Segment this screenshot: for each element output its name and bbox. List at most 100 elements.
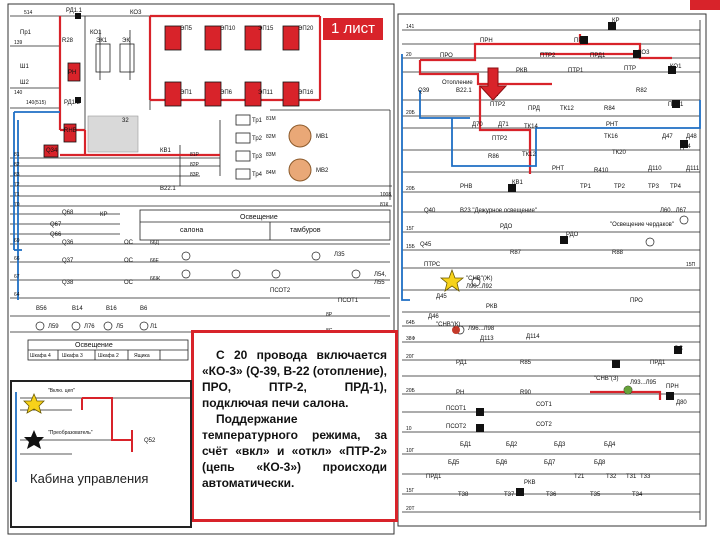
svg-text:КО1: КО1: [90, 30, 102, 36]
svg-text:R84: R84: [604, 106, 616, 112]
svg-text:32: 32: [122, 118, 129, 124]
svg-text:Д71: Д71: [498, 122, 509, 128]
svg-text:R85: R85: [520, 360, 532, 366]
svg-text:В6: В6: [140, 306, 148, 312]
svg-text:БД3: БД3: [554, 442, 566, 448]
svg-text:R410: R410: [594, 168, 609, 174]
svg-text:Л1: Л1: [150, 324, 158, 330]
svg-text:ПСОТ2: ПСОТ2: [270, 288, 291, 294]
svg-text:20: 20: [406, 52, 412, 58]
svg-text:Q40: Q40: [424, 208, 436, 214]
svg-text:тамбуров: тамбуров: [290, 226, 321, 234]
svg-text:КО3: КО3: [130, 10, 142, 16]
svg-text:140: 140: [14, 90, 23, 96]
svg-text:КО3: КО3: [638, 50, 650, 56]
svg-text:ЭП16: ЭП16: [298, 90, 314, 96]
svg-text:Д110: Д110: [648, 166, 662, 172]
svg-text:R87: R87: [510, 250, 522, 256]
lamp-symbols-left: [35, 251, 361, 331]
svg-text:ПТРС: ПТРС: [424, 262, 441, 268]
cabin-star-yellow: [23, 392, 45, 414]
explanation-note: С 20 провода включается «КО-3» (Q-39, В-…: [191, 330, 398, 522]
note-paragraph-1: С 20 провода включается «КО-3» (Q-39, В-…: [202, 348, 387, 410]
svg-text:83М: 83М: [266, 152, 276, 158]
svg-text:69: 69: [14, 238, 20, 244]
svg-text:РН: РН: [68, 70, 76, 76]
svg-text:20Г: 20Г: [406, 354, 415, 360]
corner-accent: [690, 0, 720, 10]
svg-text:ЭК1: ЭК1: [96, 38, 108, 44]
svg-text:КР: КР: [100, 212, 108, 218]
svg-text:РДО: РДО: [566, 232, 579, 238]
svg-text:RНВ: RНВ: [64, 128, 77, 134]
svg-text:Ящика: Ящика: [134, 353, 150, 359]
svg-text:Q39: Q39: [418, 88, 430, 94]
svg-text:Д45: Д45: [436, 294, 447, 300]
svg-text:20Б: 20Б: [406, 388, 416, 394]
svg-text:Q45: Q45: [420, 242, 432, 248]
svg-text:МВ2: МВ2: [316, 168, 329, 174]
svg-text:Освещение: Освещение: [75, 342, 113, 349]
svg-text:ПСОТ2: ПСОТ2: [446, 424, 467, 430]
svg-text:8Р: 8Р: [326, 312, 333, 318]
svg-text:Д70: Д70: [472, 122, 483, 128]
left-wiring: [10, 15, 392, 361]
svg-text:Освещение: Освещение: [240, 214, 278, 221]
svg-text:"Освещение чердаков": "Освещение чердаков": [610, 222, 674, 228]
svg-text:"СНВ"(З): "СНВ"(З): [594, 376, 619, 382]
grey-zone: [87, 115, 139, 153]
svg-text:82Р: 82Р: [190, 162, 200, 168]
svg-text:РДО: РДО: [500, 224, 513, 230]
svg-text:Л5: Л5: [116, 324, 124, 330]
right-blue-circuit: [401, 54, 701, 301]
svg-text:Ш2: Ш2: [20, 80, 29, 86]
svg-text:ЭП10: ЭП10: [220, 26, 236, 32]
svg-text:БД6: БД6: [496, 460, 508, 466]
svg-text:КР: КР: [612, 18, 620, 24]
svg-text:РКВ: РКВ: [516, 68, 528, 74]
svg-text:R86: R86: [488, 154, 500, 160]
svg-text:СОТ1: СОТ1: [536, 402, 553, 408]
left-labels: РД1.1 КО3 КО1 ЭК1 ЭК ЭП5 ЭП10 ЭП15 ЭП20 …: [20, 8, 387, 359]
svg-text:Т34: Т34: [632, 492, 643, 498]
svg-text:1008: 1008: [380, 192, 391, 198]
svg-text:Q34: Q34: [46, 148, 58, 154]
wire-numbers: 514 139 140 140(515) 81 82 83 72 71 70 6…: [14, 10, 696, 512]
svg-text:ОС: ОС: [124, 258, 134, 264]
small-black-squares: [75, 13, 81, 103]
note-paragraph-2: Поддержание температурного режима, за сч…: [202, 412, 387, 490]
svg-text:15Г: 15Г: [406, 488, 415, 494]
svg-text:ПТР1: ПТР1: [668, 102, 684, 108]
svg-text:Л55: Л55: [374, 280, 385, 286]
svg-text:Шкафа 3: Шкафа 3: [62, 353, 83, 359]
svg-text:ЭП11: ЭП11: [258, 90, 274, 96]
svg-text:ТР2: ТР2: [614, 184, 626, 190]
svg-text:ТР1: ТР1: [580, 184, 592, 190]
svg-text:81Р: 81Р: [190, 152, 200, 158]
svg-text:Тр3: Тр3: [252, 154, 263, 160]
svg-text:В14: В14: [72, 306, 83, 312]
svg-text:БД7: БД7: [544, 460, 556, 466]
ep-relay-blocks: [43, 25, 300, 158]
svg-text:81М: 81М: [266, 116, 276, 122]
svg-text:Тр4: Тр4: [252, 172, 263, 178]
cabin-tag-1: "Вклю. цеп": [48, 388, 75, 394]
heater-elements: [95, 43, 135, 73]
svg-text:83: 83: [14, 172, 20, 178]
svg-text:R90: R90: [520, 390, 532, 396]
svg-text:БД1: БД1: [460, 442, 472, 448]
right-labels: КР ПРН ПРО КО3 ПРО ПТР2 ПРД1 ПТР КО1 РКВ…: [418, 18, 700, 498]
svg-text:Т36: Т36: [546, 492, 557, 498]
svg-text:Q38: Q38: [62, 280, 74, 286]
right-panel-frame: [397, 13, 707, 527]
svg-text:ТК20: ТК20: [612, 150, 626, 156]
svg-text:РНТ: РНТ: [552, 166, 564, 172]
svg-text:20Т: 20Т: [406, 506, 415, 512]
svg-text:81: 81: [14, 152, 20, 158]
svg-text:ПСОТ1: ПСОТ1: [446, 406, 467, 412]
svg-text:В22.1: В22.1: [456, 88, 472, 94]
svg-text:В56: В56: [36, 306, 47, 312]
svg-text:ЭП6: ЭП6: [220, 90, 233, 96]
svg-text:Т37: Т37: [504, 492, 515, 498]
